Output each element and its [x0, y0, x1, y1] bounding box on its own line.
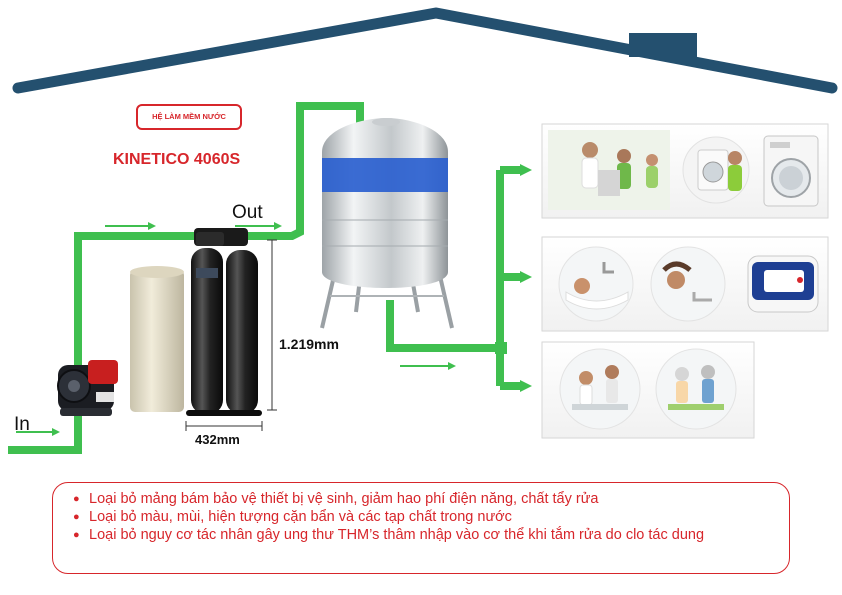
flow-arrows	[16, 164, 532, 436]
brine-tank-icon	[130, 266, 184, 412]
bath-icon	[558, 246, 726, 322]
width-dimension-label: 432mm	[195, 432, 240, 447]
in-label: In	[14, 414, 30, 435]
house-roof-icon	[12, 7, 838, 94]
benefits-list: Loại bỏ mảng bám bảo vệ thiết bị vệ sinh…	[53, 483, 789, 544]
pipe-network	[8, 102, 524, 454]
kitchen-icon	[559, 348, 737, 430]
water-pump-icon	[57, 360, 118, 416]
height-dimension-label: 1.219mm	[279, 336, 339, 352]
model-title: KINETICO 4060S	[113, 151, 241, 168]
panel-bathroom	[541, 236, 829, 332]
dimension-lines	[185, 239, 277, 431]
stainless-water-tank-icon	[320, 118, 454, 329]
laundry-icon	[548, 130, 670, 210]
benefit-item: Loại bỏ mảng bám bảo vệ thiết bị vệ sinh…	[73, 491, 775, 508]
softener-badge: HỆ LÀM MỀM NƯỚC	[136, 104, 242, 130]
panel-laundry	[541, 123, 829, 219]
water-heater-icon	[747, 255, 819, 313]
benefit-item: Loại bỏ màu, mùi, hiện tượng cặn bẩn và …	[73, 509, 775, 526]
benefits-box: Loại bỏ mảng bám bảo vệ thiết bị vệ sinh…	[52, 482, 790, 574]
out-label: Out	[232, 202, 263, 223]
washing-machine-icon	[682, 135, 819, 207]
benefit-item: Loại bỏ nguy cơ tác nhân gây ung thư THM…	[73, 527, 775, 544]
panel-kitchen	[541, 341, 755, 439]
softener-columns-icon	[186, 228, 262, 416]
